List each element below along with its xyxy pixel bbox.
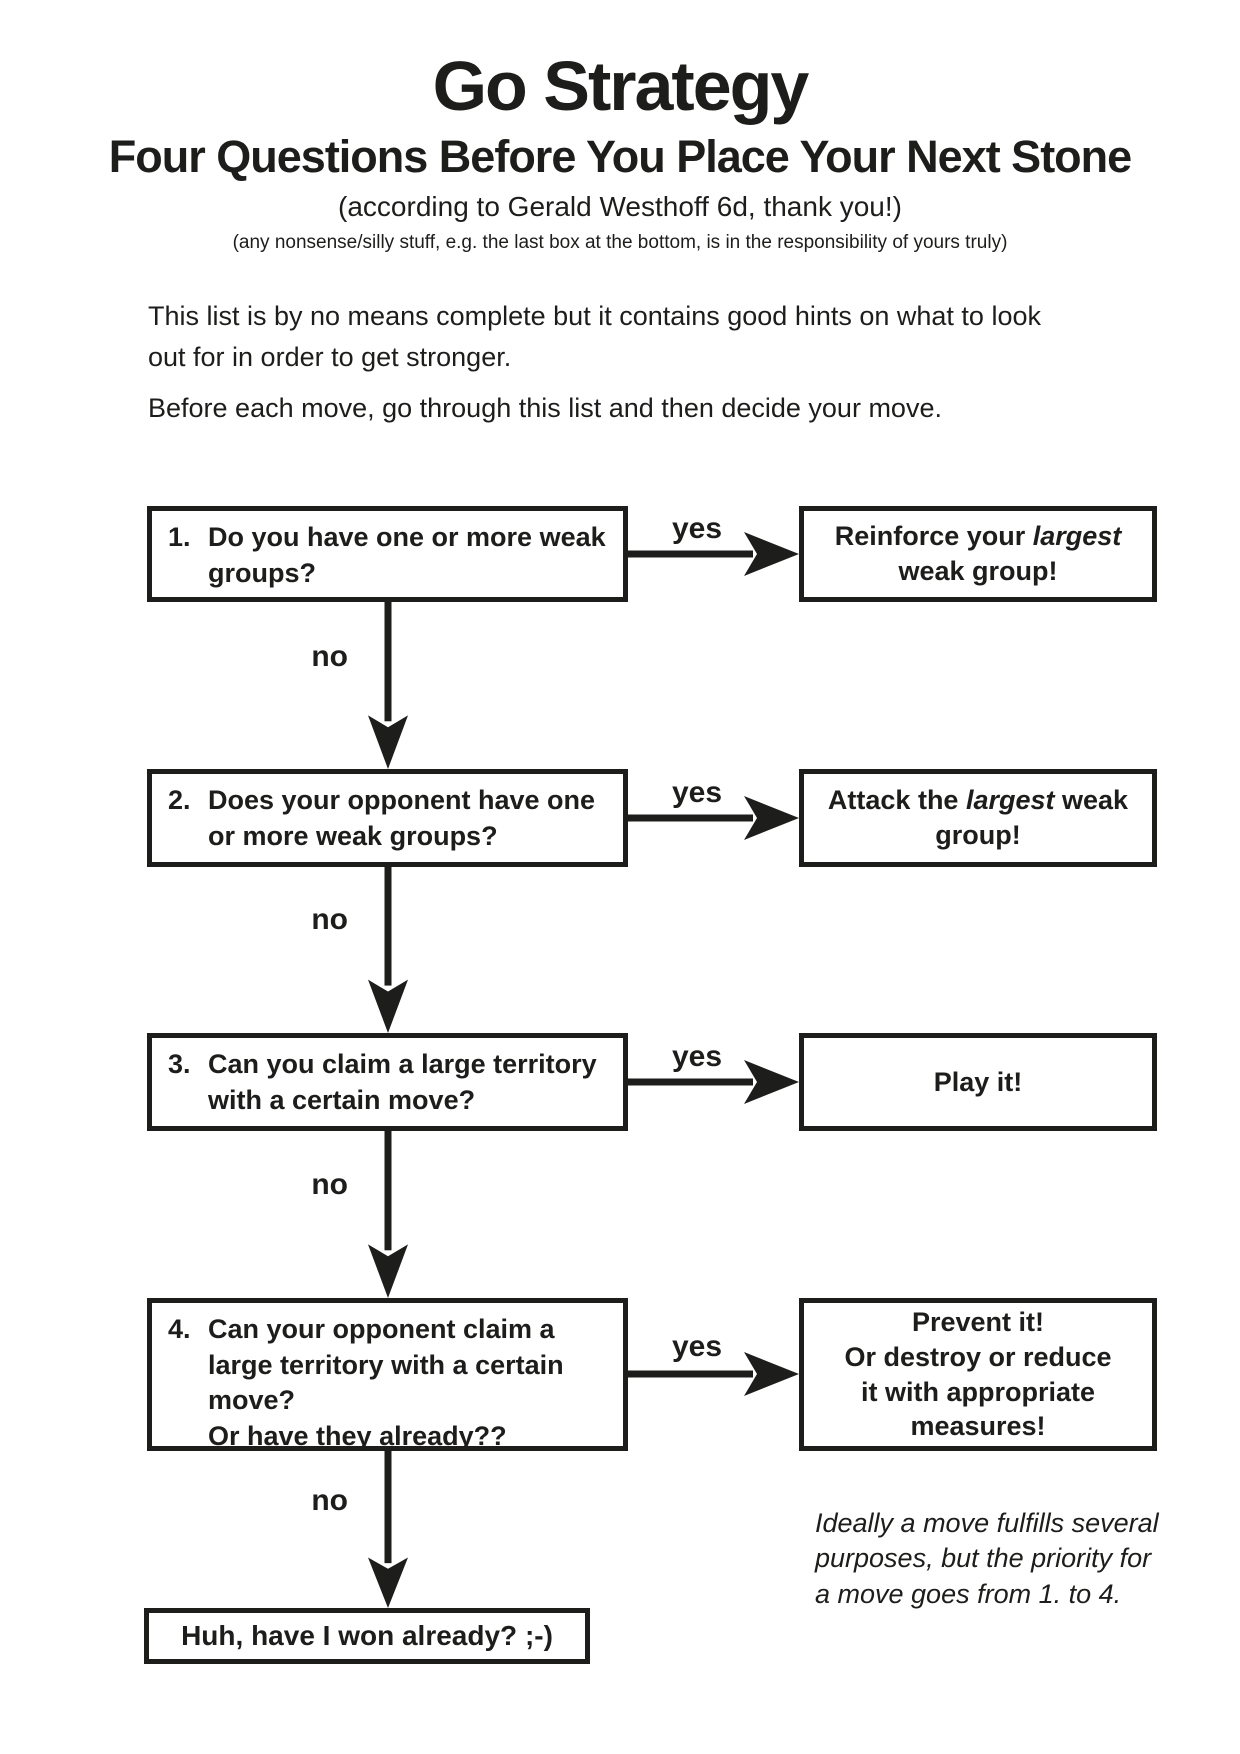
no-arrow-icon-3	[368, 1131, 408, 1298]
final-box: Huh, have I won already? ;-)	[144, 1608, 590, 1664]
question-text-3: Can you claim a large territory with a c…	[208, 1049, 597, 1115]
page-subtitle: Four Questions Before You Place Your Nex…	[108, 131, 1132, 182]
no-label-4: no	[311, 1484, 348, 1517]
yes-label-1: yes	[671, 512, 723, 545]
intro-paragraph-2: Before each move, go through this list a…	[148, 393, 942, 423]
no-label-1: no	[311, 640, 348, 673]
yes-arrow-icon-3	[628, 1060, 799, 1104]
question-number-2: 2.	[168, 785, 191, 815]
question-box-1: 1. Do you have one or more weak groups?	[147, 506, 628, 602]
question-number-3: 3.	[168, 1049, 191, 1079]
answer-box-3: Play it!	[799, 1033, 1157, 1131]
yes-arrow-icon-4	[628, 1352, 799, 1396]
question-text-4: Can your opponent claim a large territor…	[208, 1314, 564, 1451]
no-arrow-icon-1	[368, 602, 408, 769]
no-label-3: no	[311, 1168, 348, 1201]
no-label-2: no	[311, 903, 348, 936]
intro-paragraph-1-line-2: out for in order to get stronger.	[148, 342, 512, 373]
yes-arrow-icon-1	[628, 532, 799, 576]
no-arrow-icon-4	[368, 1451, 408, 1608]
question-number-4: 4.	[168, 1314, 191, 1344]
question-number-1: 1.	[168, 522, 191, 552]
intro-paragraph-1: This list is by no means complete but it…	[148, 296, 1108, 378]
priority-note-line-1: Ideally a move fulfills several	[815, 1508, 1159, 1538]
question-text-1: Do you have one or more weak groups?	[208, 522, 606, 588]
no-arrow-icon-2	[368, 867, 408, 1033]
yes-label-3: yes	[671, 1040, 723, 1073]
priority-note-line-3: a move goes from 1. to 4.	[815, 1578, 1122, 1609]
page-title: Go Strategy	[432, 47, 810, 125]
question-box-2: 2. Does your opponent have one or more w…	[147, 769, 628, 867]
yes-label-4: yes	[671, 1330, 723, 1363]
intro-paragraph-1-line-1: This list is by no means complete but it…	[148, 301, 1041, 331]
question-box-4: 4. Can your opponent claim a large terri…	[147, 1298, 628, 1451]
attribution-line: (according to Gerald Westhoff 6d, thank …	[338, 191, 902, 222]
priority-note-line-2: purposes, but the priority for	[815, 1543, 1152, 1574]
yes-arrow-icon-2	[628, 796, 799, 840]
yes-label-2: yes	[671, 776, 723, 809]
disclaimer-line: (any nonsense/silly stuff, e.g. the last…	[232, 232, 1008, 253]
question-text-2: Does your opponent have one or more weak…	[208, 785, 596, 851]
priority-note: Ideally a move fulfills several purposes…	[815, 1506, 1175, 1612]
question-box-3: 3. Can you claim a large territory with …	[147, 1033, 628, 1131]
